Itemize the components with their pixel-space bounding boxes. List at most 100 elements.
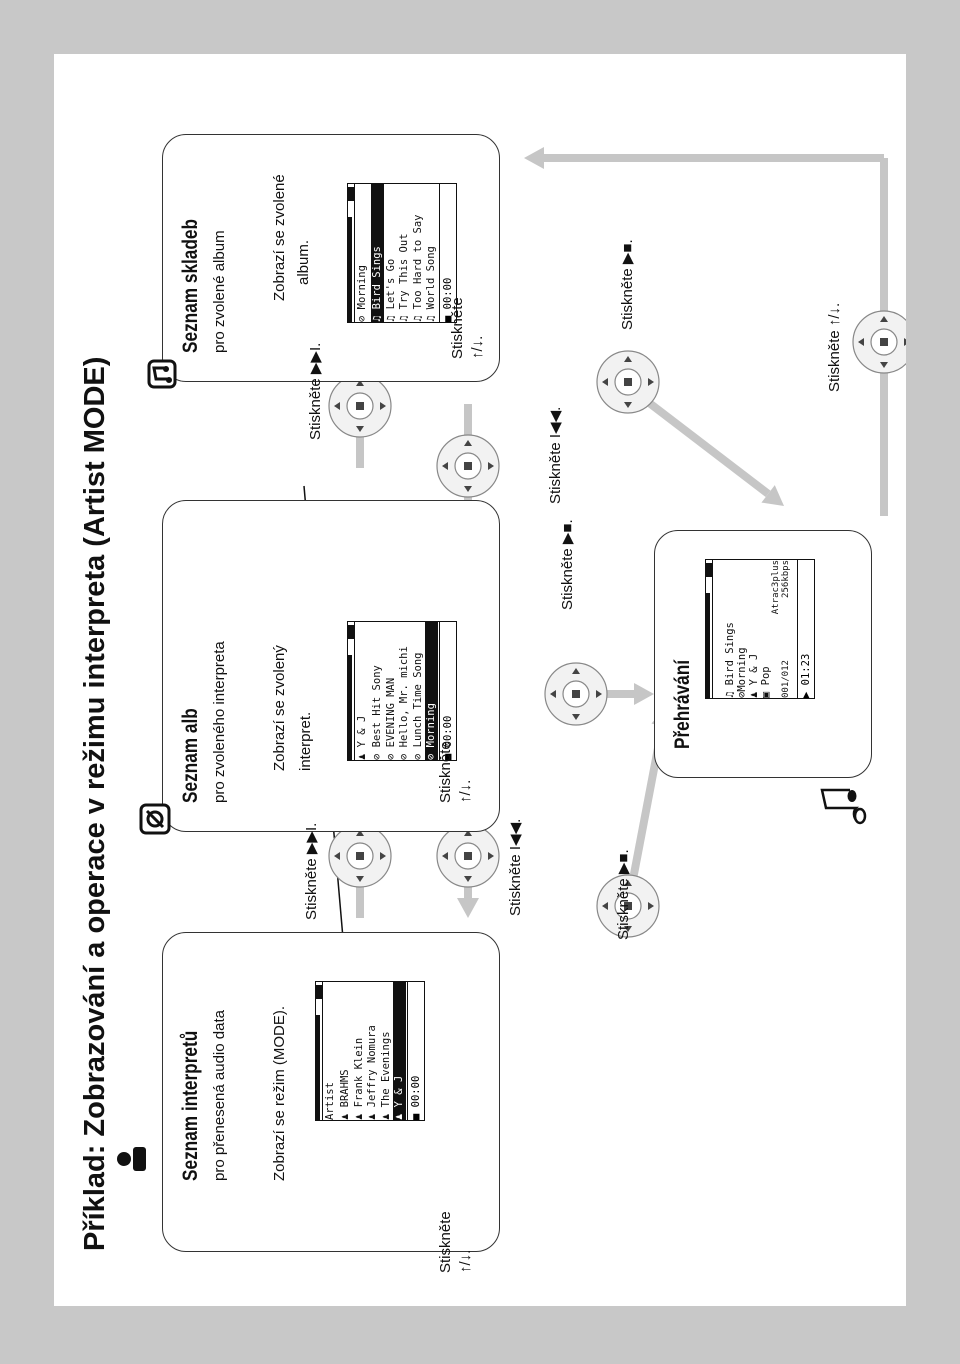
arrow-play-2-head	[634, 683, 654, 705]
track-list-icon	[147, 359, 182, 389]
lcd-status-bar: ■ 00:00	[439, 622, 456, 760]
press-keys: ↑/↓.	[457, 779, 474, 803]
lcd-list-item: ⊘ EVENING MAN	[384, 677, 397, 760]
panel-album-list: Seznam alb pro zvoleného interpreta Zobr…	[139, 500, 500, 835]
diagram-page: Příklad: Zobrazování a operace v režimu …	[54, 54, 906, 1306]
lcd-counter: 001/012	[780, 560, 793, 698]
control-pad-prev-1-dir-2	[464, 876, 472, 882]
panel-note-2: interpret.	[297, 711, 314, 771]
press-label: Stiskněte	[437, 1211, 454, 1273]
control-pad-prev-1-dir-0	[442, 852, 448, 860]
lcd-list-item: ♫ Bird Sings	[371, 184, 384, 322]
lcd-info-album-text: Morning	[736, 647, 748, 692]
arrow-prev-1-head	[457, 898, 479, 918]
lcd-progress-bar	[347, 622, 355, 760]
lcd-list-item: ♫ Too Hard to Say	[411, 214, 424, 322]
control-pad-next-1-center-mark	[356, 852, 364, 860]
lcd-list-item: ♟ Y & J	[393, 982, 406, 1120]
lcd-info-track-text: Bird Sings	[724, 622, 736, 686]
control-pad-play-1-dir-3	[624, 880, 632, 886]
press-label: Stiskněte	[449, 297, 466, 359]
control-pad-prev-2-dir-2	[464, 486, 472, 492]
control-pad-play-2-dir-0	[550, 690, 556, 698]
lcd-info-artist-text: Y & J	[748, 653, 760, 686]
battery-icon	[347, 187, 355, 201]
lcd-list-item-text: Frank Klein	[352, 1037, 365, 1108]
lcd-screen-albums: ♟ Y & J ⊘ Best Hit Sony ⊘ EVENING MAN ⊘ …	[347, 621, 457, 761]
lcd-list-item-text: Best Hit Sony	[371, 665, 383, 748]
control-pad-return-dir-2	[880, 362, 888, 368]
battery-icon	[315, 985, 323, 999]
action-label-play-3: Stiskněte ▶■.	[619, 239, 636, 330]
panel-playback: Přehrávání ♫ Bird Sings⊘Morning♟ Y & J▣ …	[654, 530, 872, 778]
lcd-list-item-text: Jeffry Nomura	[366, 1025, 378, 1108]
control-pad-prev-2-dir-1	[488, 462, 494, 470]
arrow-play-3-head	[761, 485, 784, 506]
control-pad-play-1-dir-2	[624, 926, 632, 932]
control-pad-next-1-dir-0	[334, 852, 340, 860]
lcd-status-bar: ▶ 01:23	[797, 560, 814, 698]
lcd-list-item-text: Bird Sings	[371, 246, 383, 310]
control-pad-return-dir-3	[880, 316, 888, 322]
lcd-list-item: ⊘ Hello, Mr. michi	[398, 646, 410, 760]
control-pad-play-3-dir-2	[624, 402, 632, 408]
lcd-header-text: Artist	[324, 1082, 336, 1120]
panel-subtitle: pro zvoleného interpreta	[211, 641, 228, 803]
panel-artist-list: Seznam interpretů pro přenesená audio da…	[117, 932, 500, 1273]
lcd-header: ⊘ Morning	[356, 265, 368, 322]
lcd-time: 01:23	[800, 653, 812, 686]
panel-title: Seznam skladeb	[179, 219, 202, 353]
lcd-list-item-text: Hello, Mr. michi	[398, 646, 410, 748]
panel-note: Zobrazí se režim (MODE).	[271, 1005, 288, 1181]
lcd-list-item: ♟ Frank Klein	[352, 1037, 365, 1120]
music-notes-icon	[814, 778, 877, 836]
lcd-list-item: ♫ Let's Go	[384, 258, 397, 322]
control-pad-play-1-center-mark	[624, 902, 632, 910]
press-label: Stiskněte	[437, 741, 454, 803]
action-label-back-updown: Stiskněte ↑/↓.	[826, 302, 843, 392]
control-pad-return-dir-1	[904, 338, 906, 346]
lcd-screen-tracks: ⊘ Morning ♫ Bird Sings ♫ Let's Go ♫ Try …	[347, 183, 457, 323]
lcd-list-item: ⊘ Best Hit Sony	[371, 665, 383, 760]
control-pad-play-2-dir-1	[596, 690, 602, 698]
lcd-list-item-text: Let's Go	[384, 258, 397, 310]
lcd-status-bar: ■ 00:00	[407, 982, 424, 1120]
control-pad-prev-1-dir-3	[464, 830, 472, 836]
action-label-next-1: Stiskněte ▶▶I.	[303, 822, 320, 920]
lcd-list-item: ♟ Jeffry Nomura	[366, 1025, 378, 1120]
control-pad-play-2-dir-3	[572, 668, 580, 674]
lcd-list-item: ⊘ Lunch Time Song	[411, 652, 424, 760]
panel-subtitle: pro přenesená audio data	[211, 1010, 228, 1181]
control-pad-prev-1-center-mark	[464, 852, 472, 860]
lcd-list-item: ♫ World Song	[425, 246, 437, 322]
lcd-list-item-text: The Evenings	[379, 1031, 392, 1108]
action-label-play-2: Stiskněte ▶■.	[559, 519, 576, 610]
lcd-list-item-text: Y & J	[393, 1075, 405, 1108]
panel-subtitle: pro zvolené album	[211, 230, 228, 353]
control-pad-play-2-dir-2	[572, 714, 580, 720]
press-keys: ↑/↓.	[469, 335, 486, 359]
control-pad-next-2-dir-0	[334, 402, 340, 410]
panel-title: Přehrávání	[671, 659, 694, 749]
battery-icon	[705, 563, 713, 577]
press-keys: ↑/↓.	[457, 1249, 474, 1273]
lcd-header: Artist	[324, 982, 337, 1120]
control-pad-prev-2-center-mark	[464, 462, 472, 470]
lcd-header-text: Morning	[356, 265, 368, 310]
lcd-header-text: Y & J	[356, 715, 368, 748]
control-pad-next-1-dir-3	[356, 830, 364, 836]
lcd-progress-bar	[347, 184, 355, 322]
lcd-list-item-text: Lunch Time Song	[411, 652, 424, 748]
control-pad-play-2-center-mark	[572, 690, 580, 698]
control-pad-prev-2-dir-0	[442, 462, 448, 470]
control-pad-next-1-dir-1	[380, 852, 386, 860]
control-pad-return-dir-0	[858, 338, 864, 346]
action-label-prev-2: Stiskněte I◀◀.	[547, 406, 564, 504]
lcd-list-item-text: Morning	[425, 703, 437, 748]
control-pad-prev-2-dir-3	[464, 440, 472, 446]
lcd-progress-fill	[316, 1015, 320, 1120]
lcd-progress-bar	[315, 982, 323, 1120]
lcd-list-item-text: BRAHMS	[339, 1069, 351, 1108]
lcd-time: 00:00	[410, 1075, 422, 1108]
